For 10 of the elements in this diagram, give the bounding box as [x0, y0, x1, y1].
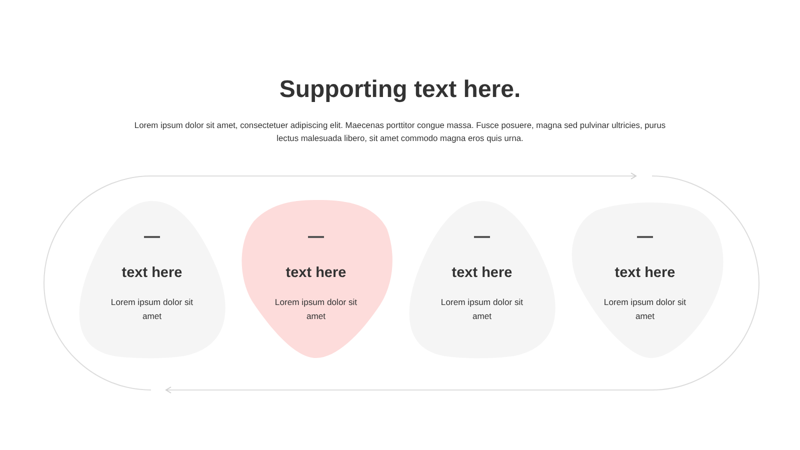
card-text: Lorem ipsum dolor sit amet	[274, 296, 358, 323]
card-text: Lorem ipsum dolor sit amet	[602, 296, 688, 323]
card-heading: text here	[452, 265, 512, 281]
card-text: Lorem ipsum dolor sit amet	[110, 296, 194, 323]
card-heading: text here	[614, 265, 676, 281]
card-heading: text here	[122, 265, 182, 281]
card-text: Lorem ipsum dolor sit amet	[440, 296, 524, 323]
card-heading: text here	[286, 265, 346, 281]
title: Supporting text here.	[278, 76, 522, 104]
subtitle-text: Lorem ipsum dolor sit amet, consectetuer adipiscing elit. Maecenas porttitor congue massa. Fusce posuere, magna sed pulvinar ultricies, purus lectus malesuada libero, sit amet commodo magna eros quis urna.	[133, 119, 667, 145]
